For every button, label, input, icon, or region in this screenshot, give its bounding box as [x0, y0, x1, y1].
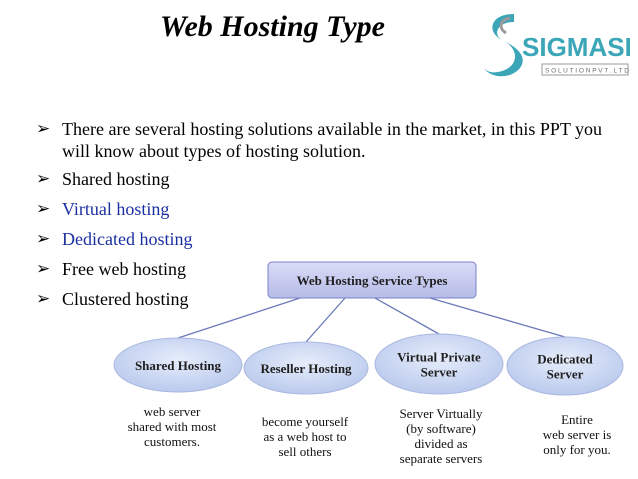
service-description-line: customers. [144, 434, 200, 449]
service-description-line: sell others [278, 444, 332, 459]
bullet-item: ➢ Clustered hosting [36, 288, 616, 310]
sigmaseo-logo: SIGMASEO S O L U T I O N P V T . L T D . [484, 14, 630, 77]
service-node-label: Server [547, 367, 584, 382]
logo-sub-text: S O L U T I O N P V T . L T D . [545, 68, 630, 75]
bullet-text: Free web hosting [62, 259, 186, 279]
bullet-item: ➢ Free web hosting [36, 258, 616, 280]
slide-title: Web Hosting Type [160, 10, 385, 43]
service-description-line: (by software) [406, 421, 476, 436]
arrow-right-icon: ➢ [36, 259, 51, 278]
service-node-label: Reseller Hosting [260, 361, 352, 376]
bullet-list: ➢ There are several hosting solutions ava… [36, 118, 616, 318]
service-node-label: Virtual Private [397, 350, 481, 365]
bullet-text: Clustered hosting [62, 289, 189, 309]
service-description-line: separate servers [399, 451, 483, 466]
service-node-label: Shared Hosting [135, 358, 222, 373]
logo-main-text: SIGMASEO [522, 32, 630, 62]
bullet-text: Dedicated hosting [62, 229, 193, 249]
service-node-oval [243, 341, 369, 395]
arrow-right-icon: ➢ [36, 199, 51, 218]
service-node-oval [506, 336, 624, 396]
service-node-label: Dedicated [537, 352, 593, 367]
service-description-line: become yourself [261, 414, 349, 429]
arrow-right-icon: ➢ [36, 289, 51, 308]
service-description-line: only for you. [543, 442, 611, 457]
service-description-line: web server is [542, 427, 612, 442]
service-description-line: Server Virtually [399, 406, 483, 421]
service-description-line: as a web host to [263, 429, 347, 444]
bullet-text: Shared hosting [62, 169, 170, 189]
service-node-oval [113, 337, 243, 393]
service-node-oval [374, 333, 504, 395]
service-description-line: shared with most [127, 419, 217, 434]
service-description-line: Entire [561, 412, 593, 427]
service-description-line: web server [143, 404, 201, 419]
bullet-item: ➢ Shared hosting [36, 168, 616, 190]
service-description-line: divided as [414, 436, 468, 451]
bullet-item: ➢ There are several hosting solutions ava… [36, 118, 616, 162]
sigma-swoosh-logo-icon [484, 14, 523, 77]
arrow-right-icon: ➢ [36, 119, 51, 138]
bullet-text: There are several hosting solutions avai… [62, 119, 603, 161]
service-node-label: Server [421, 365, 458, 380]
bullet-text: Virtual hosting [62, 199, 170, 219]
bullet-item: ➢ Dedicated hosting [36, 228, 616, 250]
arrow-right-icon: ➢ [36, 169, 51, 188]
bullet-item: ➢ Virtual hosting [36, 198, 616, 220]
arrow-right-icon: ➢ [36, 229, 51, 248]
